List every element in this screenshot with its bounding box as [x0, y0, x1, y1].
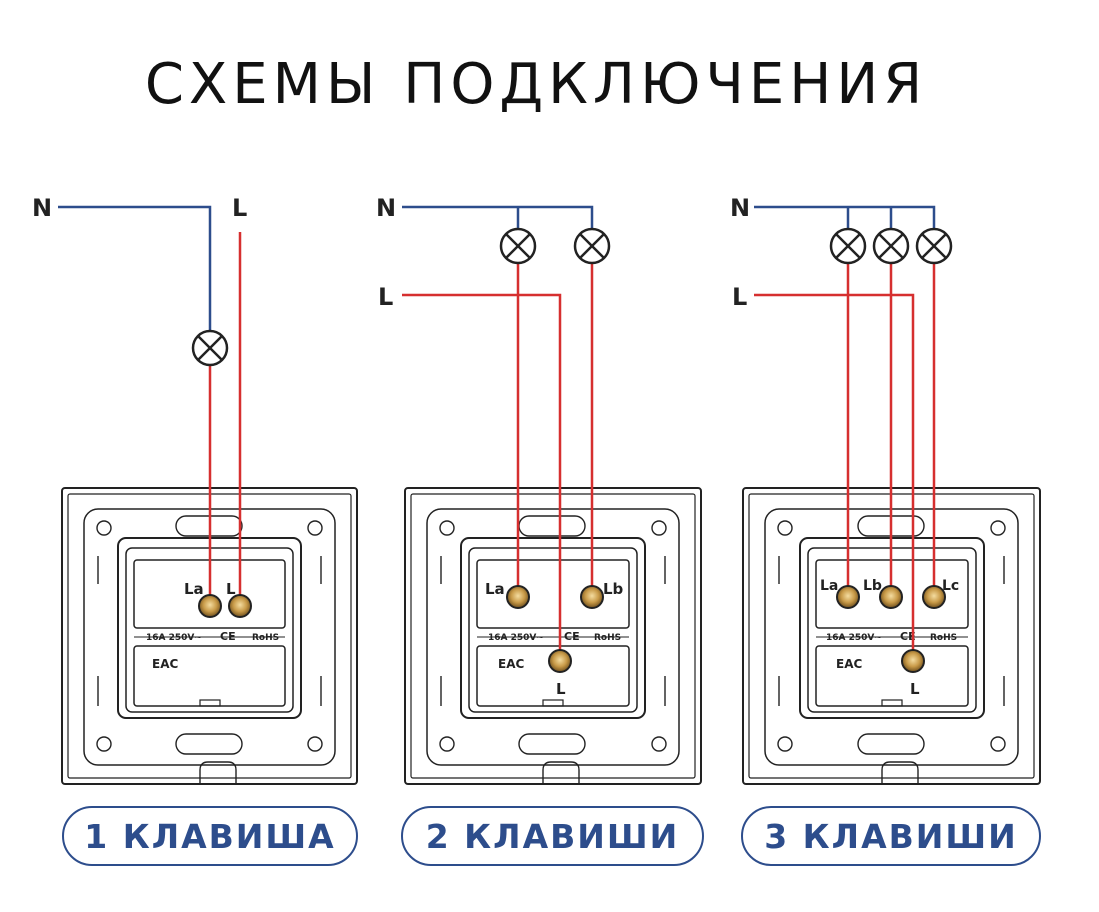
rating-label: 16A 250V~ [488, 633, 544, 643]
terminal-screw-icon [548, 649, 572, 673]
lamp-icon [573, 227, 611, 265]
neutral-label: N [376, 194, 396, 222]
rating-label: 16A 250V~ [146, 633, 202, 643]
rohs-label: RoHS [930, 633, 957, 643]
terminal-label-lb: Lb [603, 580, 624, 598]
live-label: L [732, 283, 747, 311]
scheme-3: 16A 250V~ CE RoHS EAC La Lb Lc L N L [730, 194, 1041, 785]
neutral-label: N [730, 194, 750, 222]
terminal-label-lb: Lb [863, 578, 882, 594]
ce-mark-icon: CE [900, 630, 916, 643]
eac-mark-icon: EAC [152, 657, 178, 671]
live-wire [402, 293, 562, 661]
rohs-label: RoHS [594, 633, 621, 643]
page-title: СХЕМЫ ПОДКЛЮЧЕНИЯ [144, 52, 928, 117]
ce-mark-icon: CE [220, 630, 236, 643]
neutral-label: N [32, 194, 52, 222]
lamp-icon [915, 227, 953, 265]
scheme-2: 16A 250V~ CE RoHS EAC La Lb L N L [376, 194, 702, 785]
terminal-screw-icon [879, 585, 903, 609]
terminal-label-l: L [910, 680, 920, 698]
terminal-label-la: La [184, 580, 204, 598]
neutral-wire [58, 205, 212, 331]
terminal-label-la: La [820, 578, 838, 594]
terminal-screw-icon [506, 585, 530, 609]
terminal-screw-icon [580, 585, 604, 609]
ce-mark-icon: CE [564, 630, 580, 643]
switch-frame [404, 487, 702, 785]
terminal-label-l: L [226, 580, 236, 598]
live-label: L [378, 283, 393, 311]
scheme-1: 16A 250V~ CE RoHS EAC La L N L [32, 194, 358, 785]
terminal-screw-icon [901, 649, 925, 673]
terminal-label-l: L [556, 680, 566, 698]
terminal-screw-icon [922, 585, 946, 609]
terminal-screw-icon [836, 585, 860, 609]
eac-mark-icon: EAC [498, 657, 524, 671]
scheme-2-label: 2 КЛАВИШИ [401, 806, 704, 866]
scheme-1-label: 1 КЛАВИША [62, 806, 358, 866]
lamp-icon [829, 227, 867, 265]
live-label: L [232, 194, 247, 222]
scheme-3-label: 3 КЛАВИШИ [741, 806, 1041, 866]
lamp-icon [872, 227, 910, 265]
terminal-label-lc: Lc [942, 578, 959, 594]
lamp-icon [499, 227, 537, 265]
terminal-label-la: La [485, 580, 505, 598]
neutral-wire [402, 205, 594, 229]
rating-label: 16A 250V~ [826, 633, 882, 643]
terminal-screw-icon [198, 594, 222, 618]
terminal-screw-icon [228, 594, 252, 618]
rohs-label: RoHS [252, 633, 279, 643]
neutral-wire [754, 205, 936, 229]
eac-mark-icon: EAC [836, 657, 862, 671]
lamp-icon [191, 329, 229, 367]
live-wire [754, 293, 915, 661]
